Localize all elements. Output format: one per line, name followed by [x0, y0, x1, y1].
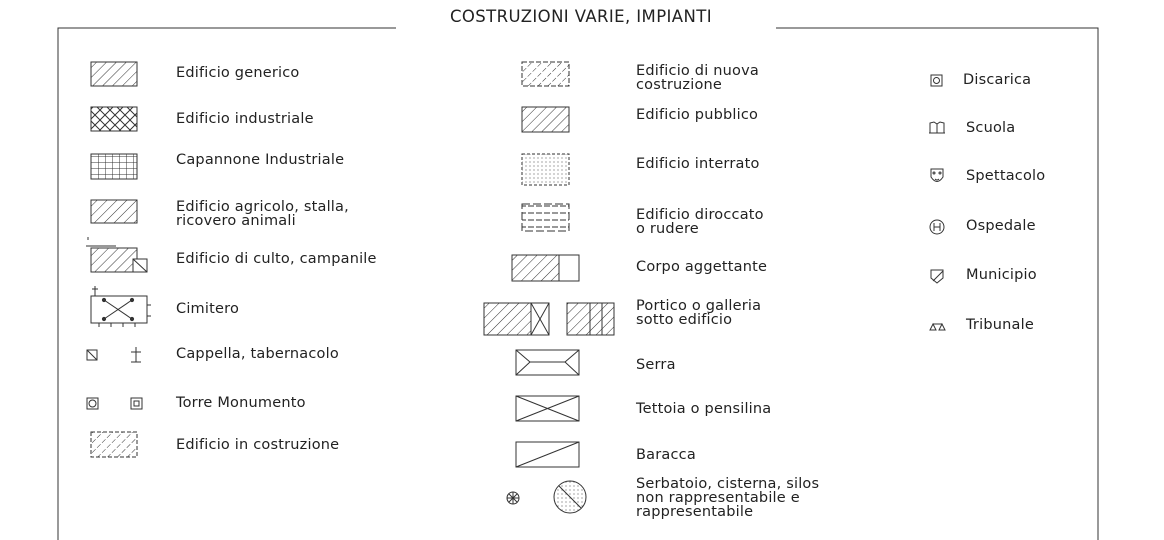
label-cimitero: Cimitero: [176, 301, 240, 317]
edificio-in-costruzione-symbol: [90, 431, 138, 458]
spettacolo-icon: [930, 168, 944, 182]
label-baracca: Baracca: [636, 447, 696, 463]
label-edificio-pubblico: Edificio pubblico: [636, 107, 759, 123]
baracca-symbol: [515, 441, 580, 468]
label-tettoia-pensilina: Tettoia o pensilina: [636, 401, 772, 417]
edificio-nuova-costruzione-symbol: [521, 61, 570, 87]
label-edificio-culto: Edificio di culto, campanile: [176, 251, 377, 267]
edificio-industriale-symbol: [90, 106, 138, 132]
capannone-industriale-symbol: [90, 153, 138, 180]
label-edificio-industriale: Edificio industriale: [176, 111, 314, 127]
label-capannone-industriale: Capannone Industriale: [176, 152, 345, 168]
label-ospedale: Ospedale: [966, 218, 1036, 234]
edificio-generico-symbol: [90, 61, 138, 87]
label-spettacolo: Spettacolo: [966, 168, 1046, 184]
tribunale-icon: [929, 322, 946, 331]
tettoia-pensilina-symbol: [515, 395, 580, 422]
cappella-tabernacolo-symbol: [86, 347, 141, 363]
edificio-culto-symbol: [86, 237, 148, 273]
ospedale-icon: [929, 219, 945, 235]
portico-galleria-symbol: [483, 302, 615, 336]
label-edificio-diroccato: Edificio diroccato o rudere: [636, 207, 764, 237]
label-portico-galleria: Portico o galleria sotto edificio: [636, 298, 762, 328]
discarica-icon: [930, 74, 943, 87]
serra-symbol: [515, 349, 580, 376]
torre-monumento-symbol: [86, 397, 143, 410]
label-torre-monumento: Torre Monumento: [176, 395, 306, 411]
label-scuola: Scuola: [966, 120, 1016, 136]
label-edificio-nuova-costruzione: Edificio di nuova costruzione: [636, 63, 759, 93]
edificio-agricolo-symbol: [90, 199, 138, 224]
edificio-interrato-symbol: [521, 153, 570, 186]
edificio-diroccato-symbol: [521, 203, 570, 232]
scuola-icon: [929, 121, 945, 134]
label-municipio: Municipio: [966, 267, 1037, 283]
label-tribunale: Tribunale: [966, 317, 1034, 333]
cimitero-symbol: [90, 286, 151, 327]
edificio-pubblico-symbol: [521, 106, 570, 133]
label-edificio-in-costruzione: Edificio in costruzione: [176, 437, 340, 453]
label-corpo-aggettante: Corpo aggettante: [636, 259, 768, 275]
label-edificio-generico: Edificio generico: [176, 65, 300, 81]
label-discarica: Discarica: [963, 72, 1032, 88]
label-edificio-agricolo: Edificio agricolo, stalla, ricovero anim…: [176, 199, 349, 229]
corpo-aggettante-symbol: [511, 254, 580, 282]
label-serbatoio: Serbatoio, cisterna, silos non rappresen…: [636, 476, 820, 520]
label-cappella-tabernacolo: Cappella, tabernacolo: [176, 346, 339, 362]
serbatoio-symbol: [506, 480, 587, 514]
legend-border: [57, 27, 1099, 540]
municipio-icon: [930, 269, 944, 284]
label-edificio-interrato: Edificio interrato: [636, 156, 760, 172]
legend-title: COSTRUZIONI VARIE, IMPIANTI: [396, 7, 766, 26]
label-serra: Serra: [636, 357, 676, 373]
